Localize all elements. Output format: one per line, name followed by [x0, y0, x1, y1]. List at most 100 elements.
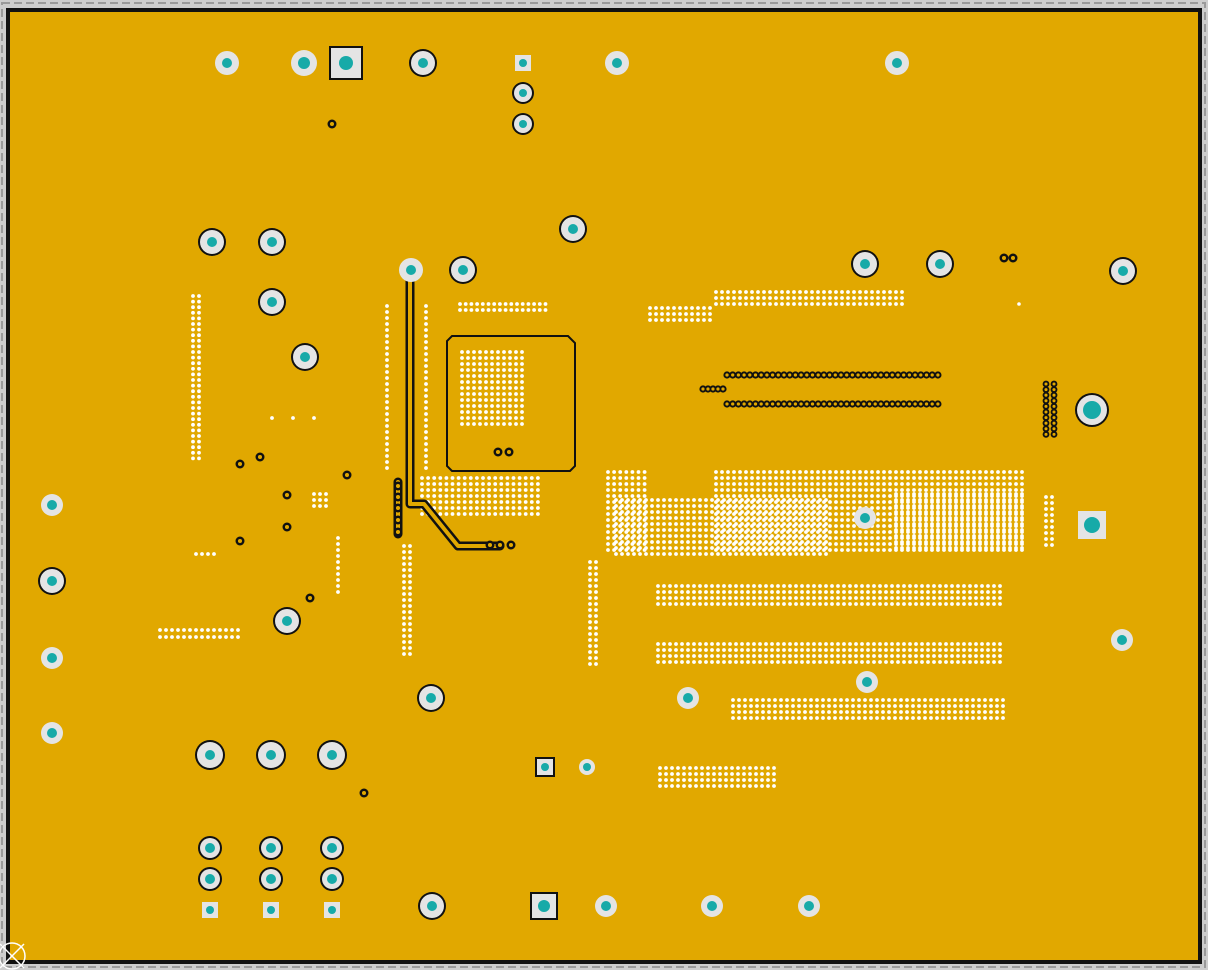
stitch-via — [737, 704, 741, 708]
stitch-via — [932, 660, 936, 664]
stitch-via — [918, 540, 922, 544]
stitch-via — [523, 482, 528, 486]
pad[interactable] — [519, 59, 527, 67]
stitch-via — [998, 584, 1002, 588]
stitch-via — [966, 540, 970, 544]
stitch-via — [385, 466, 389, 470]
pad[interactable] — [519, 89, 527, 97]
pad[interactable] — [458, 265, 468, 275]
pad[interactable] — [205, 843, 215, 853]
stitch-via — [764, 602, 768, 606]
pad[interactable] — [267, 906, 275, 914]
stitch-via — [996, 540, 1000, 544]
stitch-via — [840, 476, 844, 480]
pad[interactable] — [612, 58, 622, 68]
pad[interactable] — [1083, 401, 1101, 419]
stitch-via — [746, 584, 750, 588]
pad[interactable] — [298, 57, 310, 69]
pad[interactable] — [205, 874, 215, 884]
stitch-via — [1044, 537, 1048, 541]
pad[interactable] — [327, 843, 337, 853]
pad[interactable] — [683, 693, 693, 703]
stitch-via — [786, 476, 790, 480]
stitch-via — [690, 306, 694, 310]
stitch-via — [402, 622, 406, 626]
pad[interactable] — [282, 616, 292, 626]
pad[interactable] — [266, 843, 276, 853]
stitch-via — [863, 710, 867, 714]
pad[interactable] — [47, 653, 57, 663]
stitch-via — [515, 302, 519, 306]
pad[interactable] — [328, 906, 336, 914]
stitch-via — [761, 710, 765, 714]
pad[interactable] — [601, 901, 611, 911]
pad[interactable] — [426, 693, 436, 703]
stitch-via — [804, 290, 808, 294]
stitch-via — [444, 488, 449, 492]
stitch-via — [966, 534, 970, 538]
pad[interactable] — [935, 259, 945, 269]
pad[interactable] — [583, 763, 591, 771]
stitch-via — [496, 350, 500, 354]
stitch-via — [953, 704, 957, 708]
pad[interactable] — [267, 237, 277, 247]
stitch-via — [520, 398, 524, 402]
stitch-via — [734, 654, 738, 658]
pad[interactable] — [1118, 266, 1128, 276]
stitch-via — [864, 302, 868, 306]
pad[interactable] — [538, 900, 550, 912]
pad[interactable] — [568, 224, 578, 234]
pad[interactable] — [804, 901, 814, 911]
stitch-via — [878, 584, 882, 588]
copper-pour[interactable] — [6, 8, 1202, 964]
stitch-via — [944, 590, 948, 594]
stitch-via — [906, 498, 910, 502]
pad[interactable] — [541, 763, 549, 771]
stitch-via — [914, 590, 918, 594]
stitch-via — [756, 488, 760, 492]
pad[interactable] — [1084, 517, 1100, 533]
pad[interactable] — [266, 874, 276, 884]
stitch-via — [768, 302, 772, 306]
pad[interactable] — [1117, 635, 1127, 645]
pad[interactable] — [860, 513, 870, 523]
pad[interactable] — [427, 901, 437, 911]
stitch-via — [312, 498, 316, 502]
stitch-via — [588, 644, 592, 648]
pad[interactable] — [207, 237, 217, 247]
stitch-via — [912, 504, 916, 508]
stitch-via — [188, 635, 192, 639]
pad[interactable] — [406, 265, 416, 275]
stitch-via — [899, 704, 903, 708]
pad[interactable] — [327, 874, 337, 884]
pad[interactable] — [339, 56, 353, 70]
stitch-via — [680, 590, 684, 594]
pad[interactable] — [418, 58, 428, 68]
pad[interactable] — [205, 750, 215, 760]
stitch-via — [680, 504, 684, 508]
pad[interactable] — [266, 750, 276, 760]
stitch-via — [930, 470, 934, 474]
pad[interactable] — [892, 58, 902, 68]
stitch-via — [810, 290, 814, 294]
pad[interactable] — [860, 259, 870, 269]
stitch-via — [756, 518, 760, 522]
pad[interactable] — [707, 901, 717, 911]
pad[interactable] — [206, 906, 214, 914]
pad[interactable] — [47, 576, 57, 586]
pad[interactable] — [222, 58, 232, 68]
pad[interactable] — [47, 500, 57, 510]
stitch-via — [846, 548, 850, 552]
pad[interactable] — [327, 750, 337, 760]
pad[interactable] — [47, 728, 57, 738]
stitch-via — [984, 510, 988, 514]
pad[interactable] — [267, 297, 277, 307]
stitch-via — [424, 406, 428, 410]
stitch-via — [508, 386, 512, 390]
pad[interactable] — [519, 120, 527, 128]
pad[interactable] — [862, 677, 872, 687]
stitch-via — [1044, 513, 1048, 517]
pad[interactable] — [300, 352, 310, 362]
